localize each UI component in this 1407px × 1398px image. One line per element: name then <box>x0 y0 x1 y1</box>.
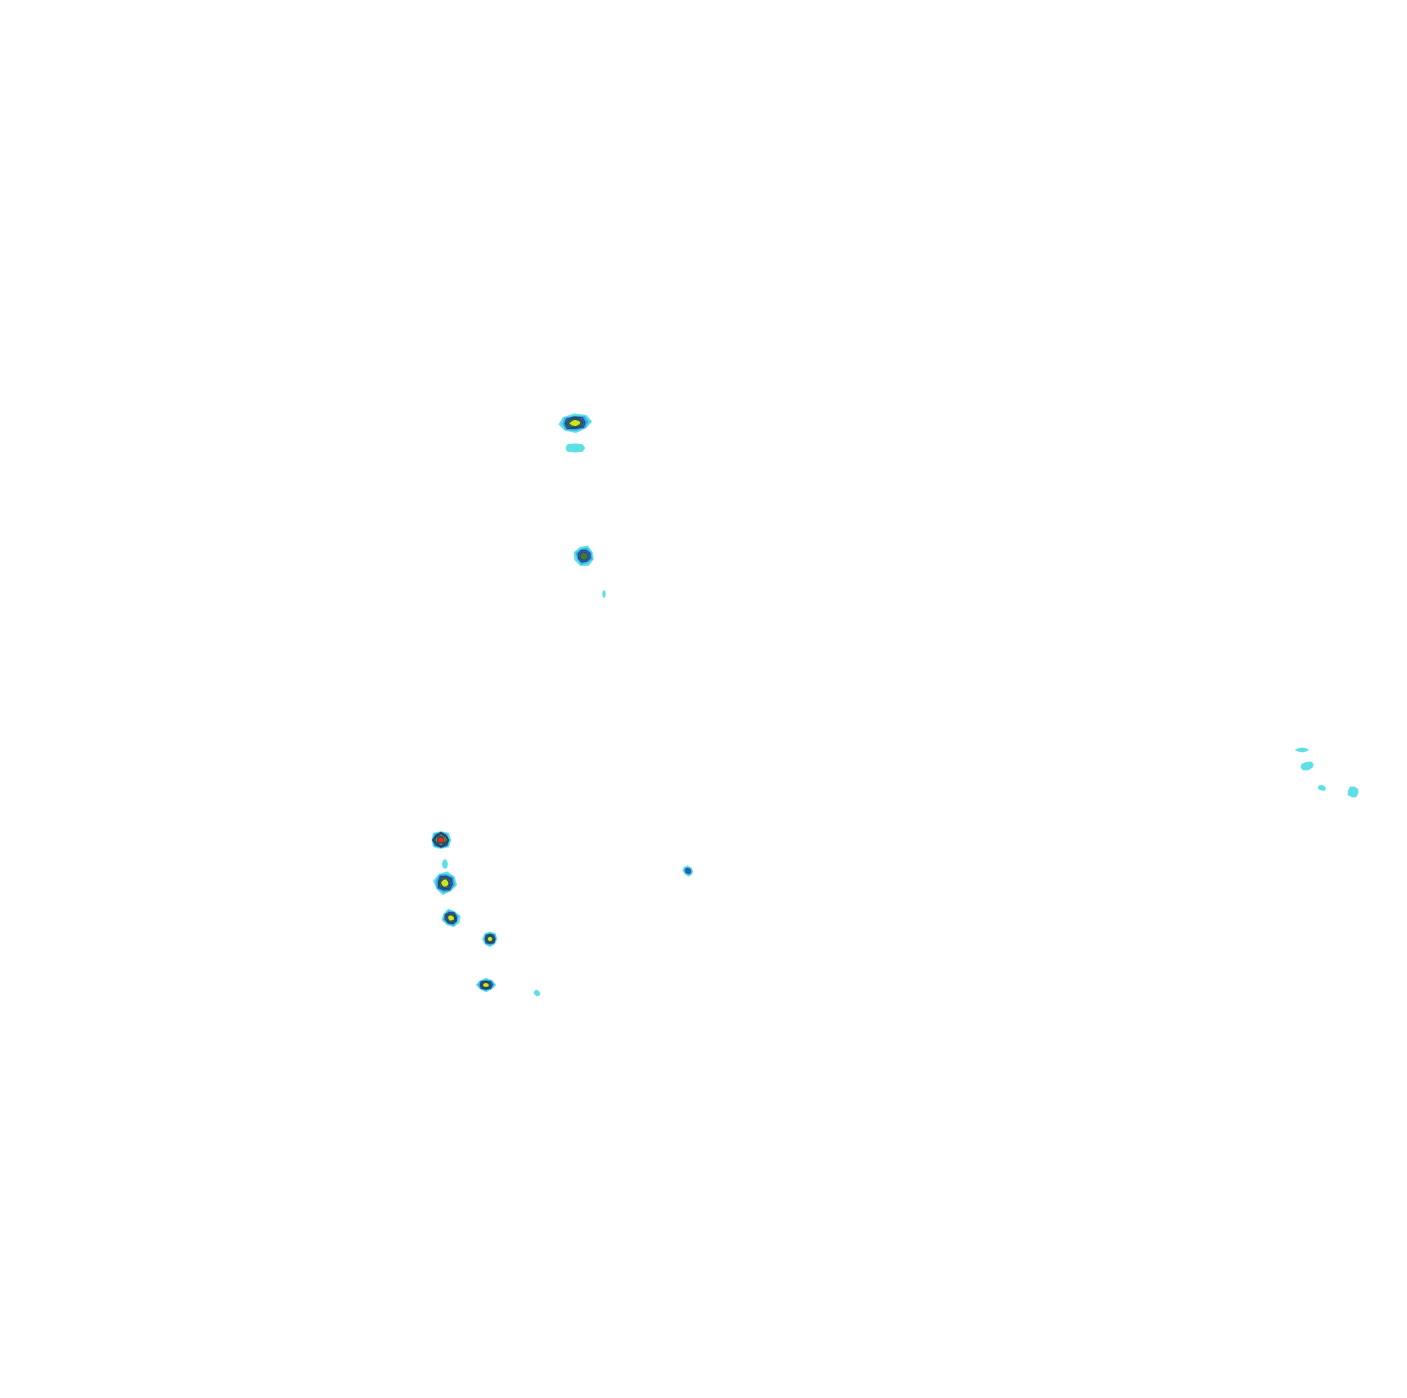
hotspot-west-cluster-b <box>433 871 458 896</box>
contour-level-1 <box>441 858 448 869</box>
contour-level-5 <box>567 418 582 428</box>
contour-level-1 <box>602 589 606 599</box>
contour-level-4 <box>579 551 589 561</box>
contour-level-1 <box>565 443 586 453</box>
hotspot-west-cluster-d <box>482 931 498 948</box>
hotspot-east-spot-d <box>1347 786 1359 798</box>
hotspot-north-cluster-c <box>573 545 594 567</box>
hotspot-west-trace <box>441 858 448 869</box>
contour-level-1 <box>1347 786 1359 798</box>
hotspot-central-spot <box>682 865 694 877</box>
contour-level-5 <box>481 981 490 988</box>
contour-level-3 <box>685 868 691 874</box>
hotspot-north-cluster-b <box>565 443 586 453</box>
contour-level-7 <box>437 836 445 844</box>
contour-level-1 <box>1300 761 1314 771</box>
hotspot-west-cluster-c <box>441 908 461 928</box>
hotspot-east-spot-a <box>1294 747 1310 753</box>
hotspot-west-trace-2 <box>533 989 541 997</box>
contour-level-1 <box>1294 747 1310 753</box>
contour-level-1 <box>1317 785 1326 791</box>
contour-level-1 <box>533 989 541 997</box>
hotspot-west-cluster-a <box>431 831 452 850</box>
hotspot-west-cluster-e <box>475 977 497 993</box>
contour-level-5 <box>447 914 455 922</box>
hotspot-east-spot-c <box>1317 785 1326 791</box>
contour-level-5 <box>486 935 494 943</box>
contour-level-5 <box>440 878 450 888</box>
hotspot-north-cluster-a <box>558 413 593 434</box>
hotspot-east-spot-b <box>1300 761 1314 771</box>
hotspot-north-trace <box>602 589 606 599</box>
